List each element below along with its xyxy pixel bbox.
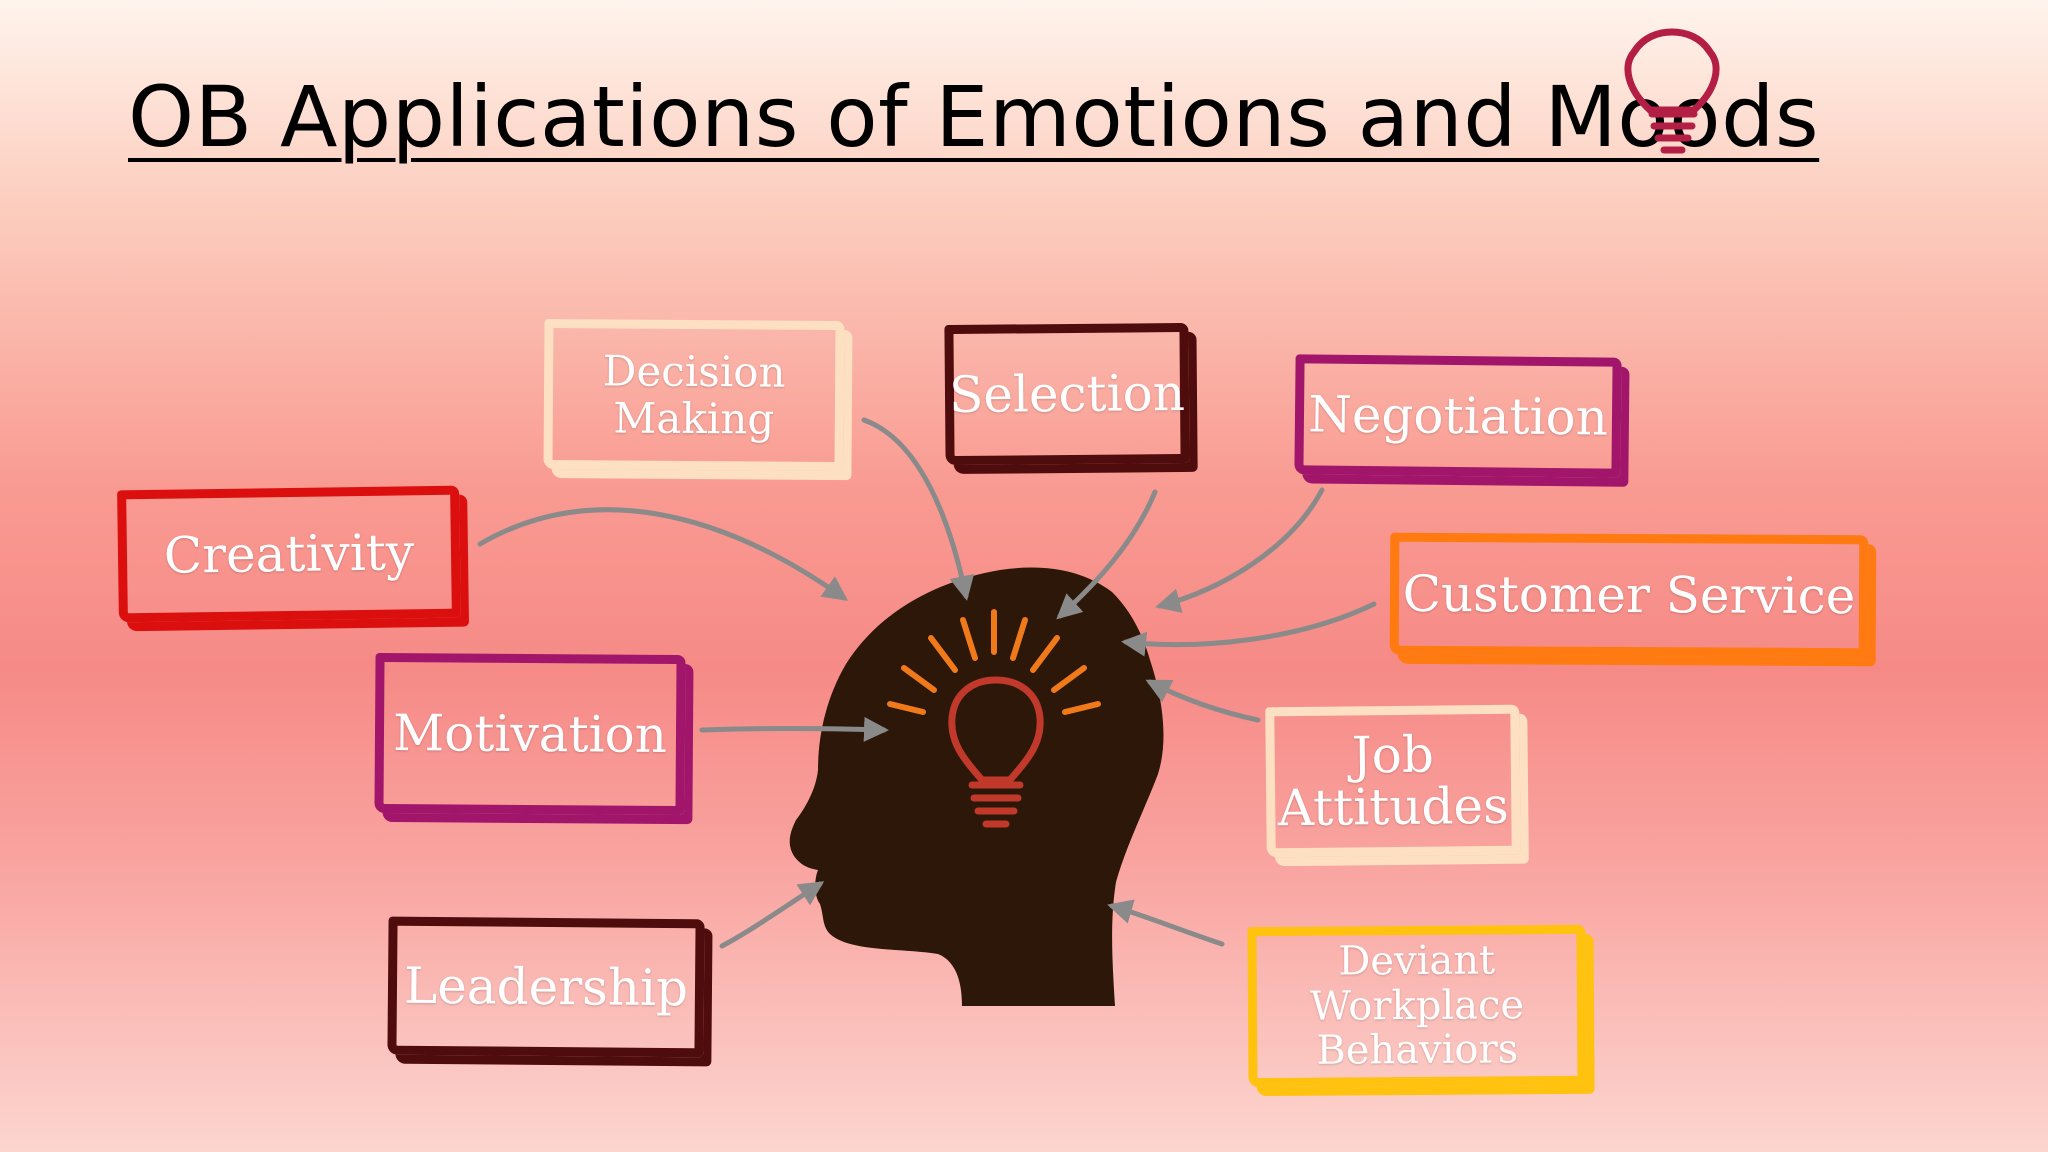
lightbulb-icon	[948, 676, 1044, 828]
box-negotiation: Negotiation	[1294, 354, 1622, 478]
title-lightbulb-icon	[1624, 28, 1720, 154]
arrow-motivation	[699, 716, 889, 742]
arrow-deviant-workplace-behaviors	[1107, 899, 1225, 947]
slide-title: OB Applications of Emotions and Moods	[128, 68, 1820, 166]
label-decision-making: Decision Making	[602, 346, 786, 444]
arrow-job-attitudes	[1145, 679, 1261, 723]
arrow-negotiation	[1155, 487, 1325, 613]
box-leadership: Leadership	[387, 916, 705, 1058]
arrow-decision-making	[861, 417, 975, 601]
box-selection: Selection	[944, 322, 1190, 466]
label-motivation: Motivation	[392, 704, 668, 764]
box-decision-making: Decision Making	[543, 318, 845, 472]
arrow-creativity	[477, 507, 849, 601]
label-selection: Selection	[948, 363, 1186, 425]
box-customer-service: Customer Service	[1389, 532, 1869, 658]
idea-rays-icon	[887, 609, 1101, 715]
box-deviant-workplace-behaviors: Deviant Workplace Behaviors	[1247, 924, 1587, 1088]
label-job-attitudes: Job Attitudes	[1277, 725, 1510, 838]
arrow-leadership	[719, 881, 825, 949]
box-motivation: Motivation	[374, 652, 686, 816]
label-negotiation: Negotiation	[1307, 385, 1609, 447]
arrow-customer-service	[1121, 601, 1377, 657]
label-deviant-workplace-behaviors: Deviant Workplace Behaviors	[1309, 937, 1525, 1075]
arrow-selection	[1056, 489, 1158, 620]
box-creativity: Creativity	[117, 485, 461, 623]
label-creativity: Creativity	[163, 523, 415, 585]
box-job-attitudes: Job Attitudes	[1265, 704, 1521, 858]
label-customer-service: Customer Service	[1402, 564, 1856, 626]
label-leadership: Leadership	[403, 956, 689, 1018]
